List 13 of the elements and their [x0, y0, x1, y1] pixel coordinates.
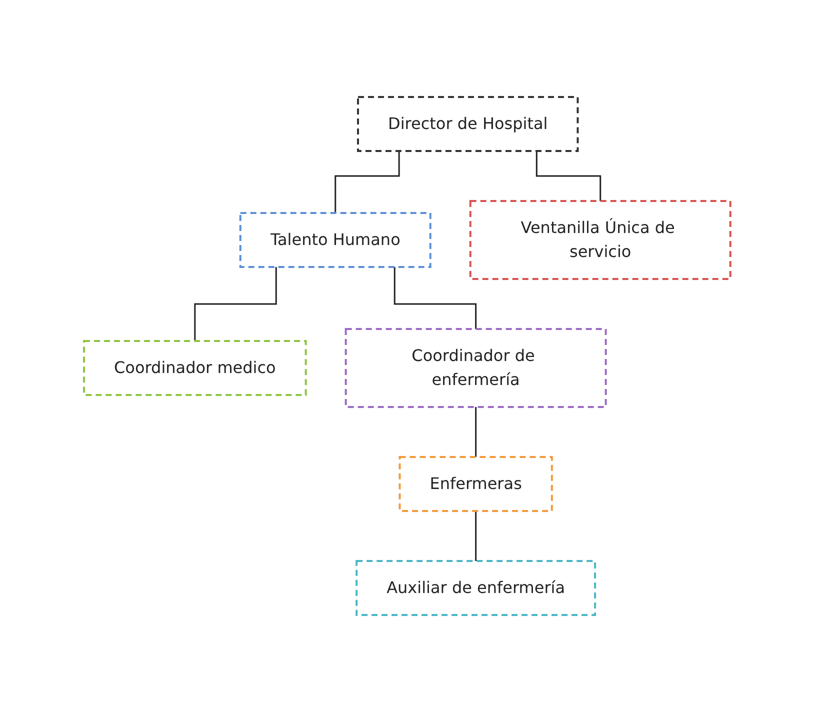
node-box: Coordinador medico: [82, 340, 307, 396]
node-box: Director de Hospital: [356, 96, 579, 152]
connector: [394, 267, 476, 330]
connector: [194, 267, 277, 342]
connector: [474, 511, 476, 562]
node-box: Ventanilla Única de servicio: [469, 200, 732, 280]
connector: [536, 151, 601, 202]
node-box: Talento Humano: [239, 212, 432, 268]
connector: [474, 407, 476, 458]
node-box: Coordinador de enfermería: [344, 328, 607, 408]
connector: [334, 151, 400, 214]
node-box: Enfermeras: [398, 456, 553, 512]
node-box: Auxiliar de enfermería: [355, 560, 596, 616]
